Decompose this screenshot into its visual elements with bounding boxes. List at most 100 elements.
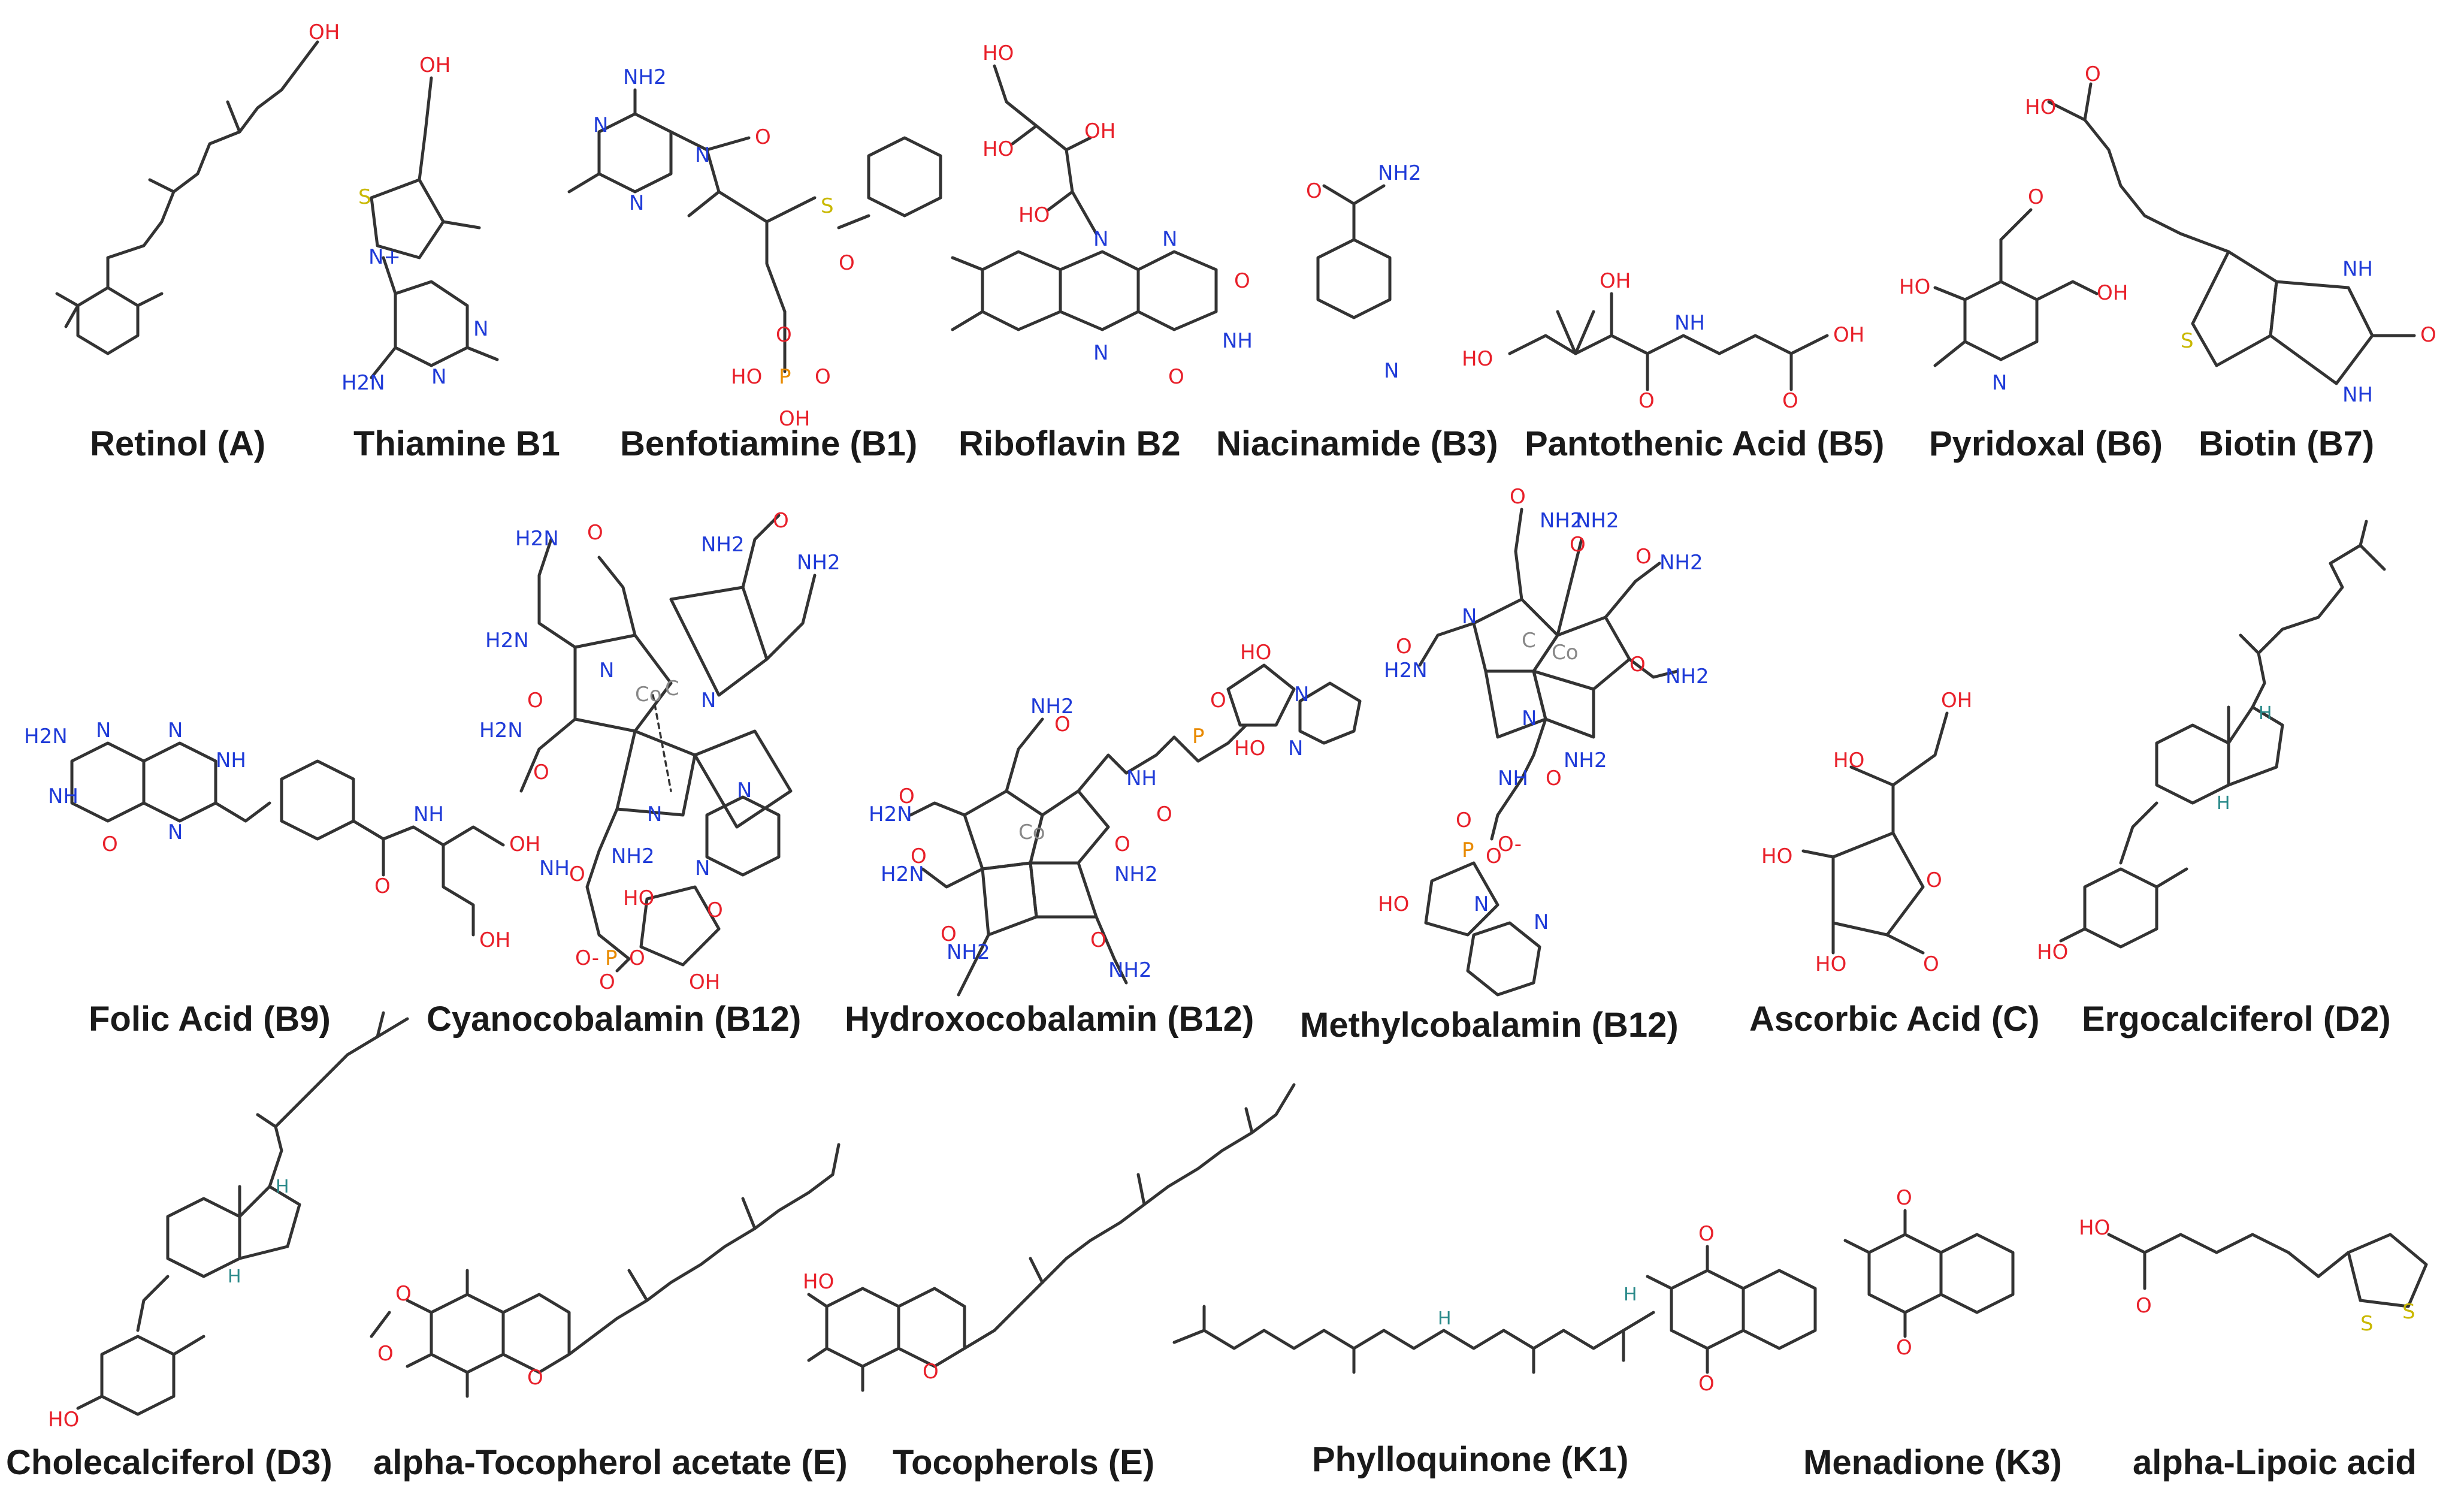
atom-label: NH2 xyxy=(1540,509,1583,533)
atom-label: O xyxy=(707,898,723,922)
atom-label: NH xyxy=(2342,383,2373,407)
atom-label: O xyxy=(1896,1336,1912,1360)
atom-label: O xyxy=(2085,62,2101,86)
atom-label: HO xyxy=(48,1408,79,1432)
atom-label: O xyxy=(923,1360,939,1384)
atom-label: O xyxy=(1635,545,1652,569)
structure-alpha-tocopherol-acetate: O O O xyxy=(370,1143,841,1398)
atom-label: S xyxy=(821,194,834,218)
atom-label: N xyxy=(1384,359,1399,383)
atom-label: NH2 xyxy=(1665,665,1709,689)
atom-label: H2N xyxy=(1384,659,1428,683)
atom-label: HO xyxy=(982,41,1014,65)
atom-label: O xyxy=(1570,533,1586,557)
structure-phylloquinone: O O H H xyxy=(1172,1222,1817,1396)
atom-label: NH2 xyxy=(701,533,745,557)
atom-label: OH xyxy=(779,407,810,431)
atom-label: O xyxy=(1090,928,1106,952)
atom-label: Co xyxy=(635,683,662,707)
structure-hydroxocobalamin: NH2 O Co H2N O H2N O O NH2 NH2 O NH2 O N… xyxy=(869,641,1362,997)
atom-label: H2N xyxy=(881,862,924,886)
compound-label-hydroxocobalamin: Hydroxocobalamin (B12) xyxy=(845,1000,1254,1039)
atom-label: HO xyxy=(2025,95,2056,119)
atom-label: H2N xyxy=(485,629,529,653)
compound-label-alpha-lipoic-acid: alpha-Lipoic acid xyxy=(2133,1443,2417,1482)
structure-biotin: HO O S NH NH O xyxy=(2025,62,2436,407)
atom-label: N+ xyxy=(368,245,401,269)
atom-label: O xyxy=(755,125,771,149)
atom-label: NH2 xyxy=(623,65,667,89)
compound-label-methylcobalamin: Methylcobalamin (B12) xyxy=(1300,1006,1679,1045)
atom-label: Co xyxy=(1552,641,1579,665)
atom-label: NH2 xyxy=(611,844,655,868)
atom-label: P xyxy=(779,365,791,389)
compound-label-cyanocobalamin: Cyanocobalamin (B12) xyxy=(427,1000,801,1039)
atom-label: O xyxy=(1306,179,1322,203)
compound-label-folic-acid: Folic Acid (B9) xyxy=(89,1000,331,1039)
structure-retinol: OH xyxy=(55,20,340,355)
atom-label: NH2 xyxy=(1114,862,1158,886)
atom-label: O xyxy=(1926,868,1942,892)
compound-label-ergocalciferol: Ergocalciferol (D2) xyxy=(2082,1000,2391,1039)
atom-label: NH2 xyxy=(1659,551,1703,575)
atom-label: OH xyxy=(479,928,510,952)
atom-label: H xyxy=(1623,1284,1637,1305)
atom-label: N xyxy=(1534,910,1549,934)
atom-label: O xyxy=(1510,485,1526,509)
compound-label-menadione: Menadione (K3) xyxy=(1803,1443,2062,1482)
atom-label: HO xyxy=(2037,940,2068,964)
compound-label-pantothenic-acid: Pantothenic Acid (B5) xyxy=(1525,424,1884,463)
atom-label: NH xyxy=(539,856,570,880)
atom-label: NH2 xyxy=(1378,161,1422,185)
atom-label: O xyxy=(941,922,957,946)
atom-label: HO xyxy=(1234,737,1265,760)
atom-label: O xyxy=(374,874,391,898)
compound-label-pyridoxal: Pyridoxal (B6) xyxy=(1929,424,2163,463)
atom-label: O xyxy=(815,365,831,389)
atom-label: O xyxy=(1629,653,1646,677)
atom-label: C xyxy=(665,677,679,701)
atom-label: NH xyxy=(1498,766,1528,790)
atom-label: N xyxy=(701,689,716,713)
atom-label: N xyxy=(695,856,710,880)
atom-label: NH xyxy=(1674,311,1705,335)
atom-label: H2N xyxy=(341,371,385,395)
structure-cholecalciferol: HO H H xyxy=(48,1011,409,1432)
atom-label: O xyxy=(1698,1372,1715,1396)
atom-label: H2N xyxy=(24,725,68,748)
atom-label: N xyxy=(695,143,710,167)
atom-label: HO xyxy=(1240,641,1271,665)
structure-menadione: O O xyxy=(1843,1186,2015,1360)
atom-label: OH xyxy=(2097,281,2128,305)
atom-label: S xyxy=(2360,1312,2374,1336)
atom-label: P xyxy=(1462,838,1474,862)
atom-label: O xyxy=(773,509,789,533)
atom-label: P xyxy=(605,946,618,970)
atom-label: N xyxy=(1093,227,1108,251)
atom-label: N xyxy=(473,317,488,341)
atom-label: O xyxy=(1054,713,1071,737)
atom-label: S xyxy=(2402,1300,2415,1324)
atom-label: HO xyxy=(1378,892,1409,916)
atom-label: N xyxy=(629,191,644,215)
atom-label: NH xyxy=(1126,766,1157,790)
atom-label: HO xyxy=(1833,748,1864,772)
atom-label: O xyxy=(527,1366,543,1390)
atom-label: N xyxy=(1474,892,1489,916)
atom-label: HO xyxy=(623,886,654,910)
atom-label: NH2 xyxy=(797,551,841,575)
atom-label: H2N xyxy=(479,719,523,743)
atom-label: O xyxy=(2028,185,2044,209)
atom-label: C xyxy=(1522,629,1536,653)
atom-label: N xyxy=(96,719,111,743)
atom-label: HO xyxy=(731,365,762,389)
atom-label: N xyxy=(431,365,446,389)
atom-label: NH xyxy=(216,748,246,772)
atom-label: NH xyxy=(2342,257,2373,281)
atom-label: HO xyxy=(1899,275,1930,299)
compound-label-phylloquinone: Phylloquinone (K1) xyxy=(1312,1440,1628,1479)
atom-label: HO xyxy=(1018,203,1050,227)
atom-label: NH2 xyxy=(1108,958,1152,982)
atom-label: OH xyxy=(309,20,340,44)
compound-label-riboflavin: Riboflavin B2 xyxy=(959,424,1181,463)
